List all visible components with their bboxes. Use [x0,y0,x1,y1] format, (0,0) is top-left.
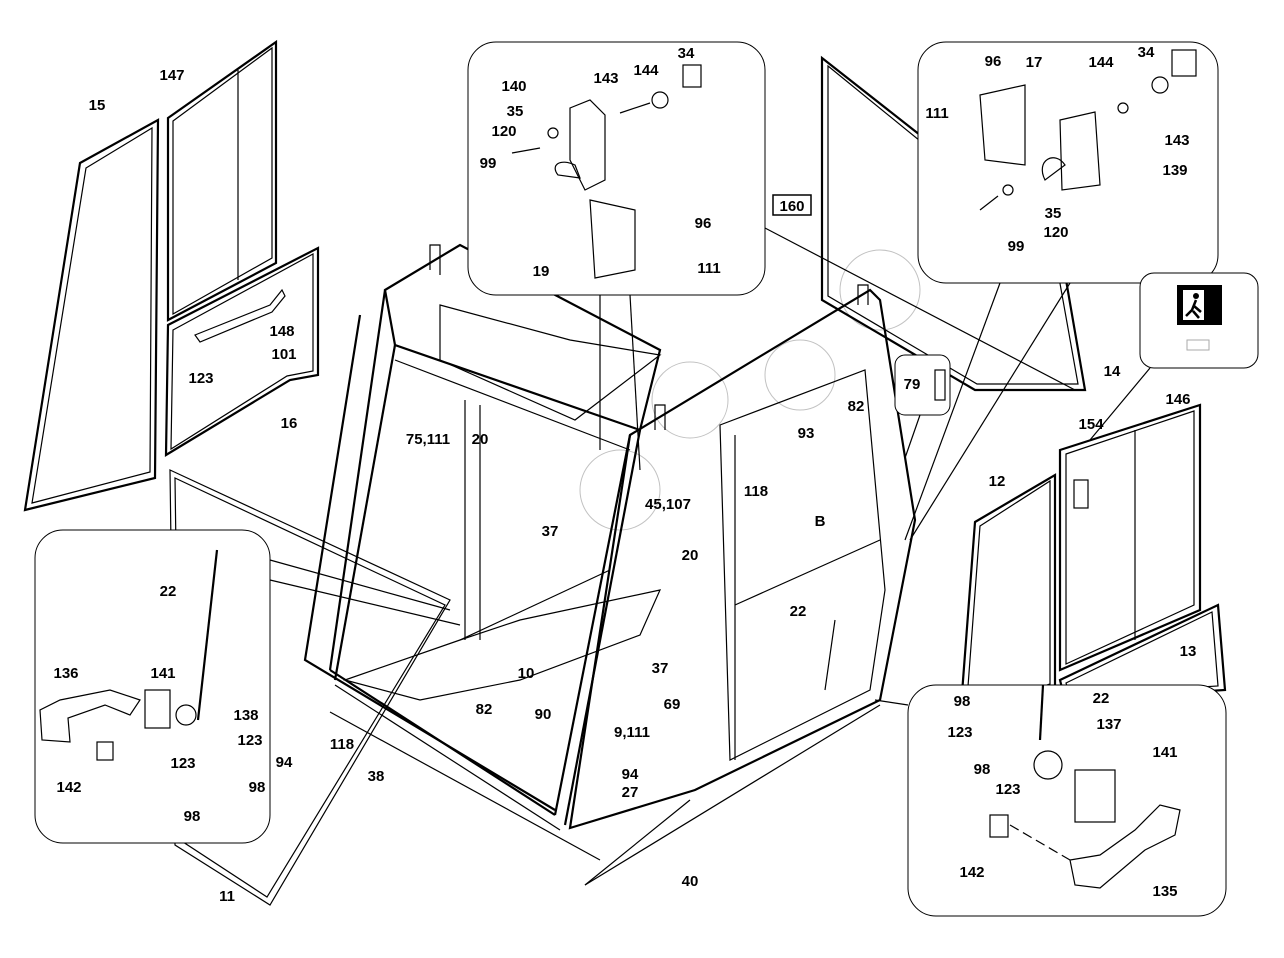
reference-box-160 [772,194,812,216]
left-window-15 [23,118,160,512]
part-label: 45,107 [645,496,691,513]
part-label: 93 [798,425,815,442]
part-label: 82 [848,398,865,415]
part-label: 27 [622,784,639,801]
reference-label-160: 160 [779,198,804,215]
part-label: 123 [947,724,972,741]
pin-79 [934,369,946,401]
left-window-16 [164,246,320,457]
part-label: 79 [904,376,921,393]
latch-assembly-left [511,64,702,279]
part-label: 90 [535,706,552,723]
callout-latch-left [467,41,766,296]
part-label: 123 [995,781,1020,798]
part-label: 136 [53,665,78,682]
part-label: 143 [593,70,618,87]
part-label: 20 [472,431,489,448]
part-label: 123 [188,370,213,387]
part-label: 118 [744,483,768,500]
part-label: 118 [330,736,354,753]
part-label: 10 [518,665,535,682]
part-label: 141 [1152,744,1177,761]
part-label: 154 [1078,416,1104,433]
part-label: B [815,513,826,530]
part-label: 101 [271,346,296,363]
part-label: 12 [989,473,1006,490]
part-label: 14 [1104,363,1121,380]
handle-assembly-right [989,684,1181,889]
part-label: 20 [682,547,699,564]
part-label: 142 [959,864,984,881]
callout-latch-right [917,41,1219,284]
part-label: 144 [1088,54,1114,71]
part-label: 19 [533,263,550,280]
part-label: 98 [249,779,266,796]
callout-handle-left [34,529,271,844]
part-label: 147 [159,67,184,84]
part-label: 120 [491,123,516,140]
part-label: 140 [501,78,526,95]
part-label: 38 [368,768,385,785]
part-label: 141 [150,665,175,682]
part-label: 22 [160,583,177,600]
part-label: 143 [1164,132,1189,149]
part-label: 11 [219,888,235,905]
part-label: 16 [281,415,298,432]
left-window-147 [166,39,278,322]
part-label: 22 [790,603,807,620]
part-label: 148 [269,323,294,340]
part-label: 123 [237,732,262,749]
part-label: 98 [954,693,971,710]
part-label: 146 [1165,391,1190,408]
part-label: 111 [925,105,948,122]
part-label: 98 [974,761,991,778]
emergency-exit-sign-icon [1177,285,1222,351]
part-label: 37 [652,660,669,677]
part-label: 17 [1026,54,1043,71]
part-label: 142 [56,779,81,796]
part-label: 138 [233,707,258,724]
callout-handle-right [907,684,1227,917]
part-label: 94 [622,766,639,783]
part-label: 98 [184,808,201,825]
right-window-12 [958,473,1057,722]
part-label: 9,111 [614,724,650,741]
latch-assembly-right [979,49,1197,211]
part-label: 34 [678,45,695,62]
part-label: 94 [276,754,293,771]
part-label: 82 [476,701,493,718]
right-window-146 [1058,403,1202,672]
part-label: 96 [695,215,712,232]
part-label: 123 [170,755,195,772]
handle-assembly-left [39,549,219,761]
part-label: 111 [697,260,720,277]
part-label: 69 [664,696,681,713]
part-label: 35 [507,103,524,120]
part-label: 96 [985,53,1002,70]
part-label: 139 [1162,162,1187,179]
part-label: 75,111 [406,431,450,448]
part-label: 99 [1008,238,1025,255]
part-label: 99 [480,155,497,172]
part-label: 137 [1096,716,1121,733]
part-label: 135 [1152,883,1177,900]
part-label: 15 [89,97,106,114]
part-labels: 15 147 148 101 123 16 140 143 144 34 35 120 99 96 19 11… [53,44,1196,905]
part-label: 35 [1045,205,1062,222]
part-label: 144 [633,62,659,79]
part-label: 13 [1180,643,1197,660]
part-label: 120 [1043,224,1068,241]
cab-frame [303,227,1076,886]
part-label: 22 [1093,690,1110,707]
callout-leaders [269,282,1151,706]
part-label: 37 [542,523,559,540]
part-label: 40 [682,873,699,890]
part-label: 34 [1138,44,1155,61]
